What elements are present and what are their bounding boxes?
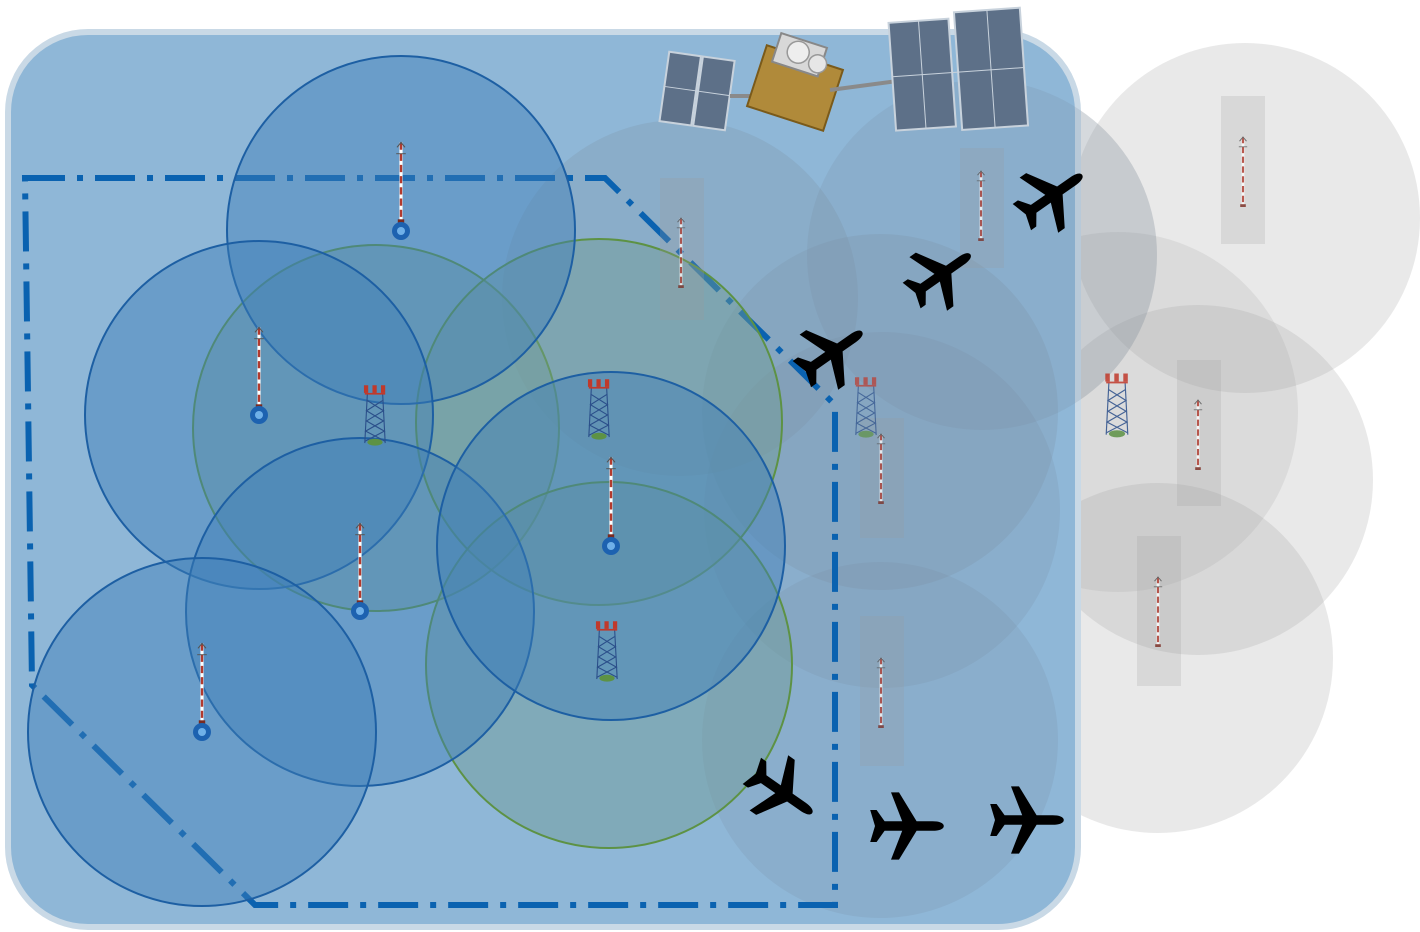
grey-cell (1023, 305, 1373, 655)
grey-cell (1070, 43, 1420, 393)
grey-cell (702, 234, 1058, 590)
satellite-icon (658, 6, 1030, 133)
grey-cell (704, 332, 1060, 688)
outside-masts (660, 96, 1265, 766)
green-cells (192, 238, 793, 849)
green-cell (192, 244, 560, 612)
green-cell (425, 481, 793, 849)
coverage-area (5, 29, 1081, 930)
boundary-line (21, 175, 838, 908)
grey-cell (807, 80, 1157, 430)
